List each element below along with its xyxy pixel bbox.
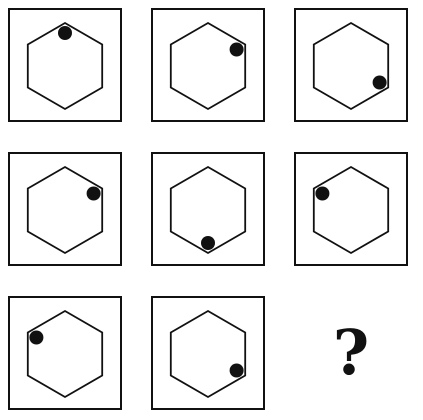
black-dot [315, 186, 330, 201]
hexagon-shape [169, 309, 247, 399]
puzzle-cell [8, 296, 122, 410]
cell-frame [8, 8, 122, 122]
cell-frame [294, 8, 408, 122]
hexagon-shape [169, 21, 247, 111]
black-dot [229, 42, 244, 57]
black-dot [58, 26, 72, 40]
cell-frame [151, 8, 265, 122]
puzzle-cell [151, 296, 265, 410]
black-dot [229, 363, 244, 378]
puzzle-cell [151, 8, 265, 122]
hexagon-shape [312, 21, 390, 111]
cell-frame [8, 296, 122, 410]
cell-frame [8, 152, 122, 266]
puzzle-cell [8, 152, 122, 266]
cell-frame [151, 296, 265, 410]
hexagon-shape [169, 165, 247, 255]
missing-cell-question-mark: ? [333, 316, 369, 389]
puzzle-cells [8, 8, 408, 410]
hexagon-shape [312, 165, 390, 255]
hexagon-shape [26, 309, 104, 399]
hexagon-shape [26, 21, 104, 111]
black-dot [201, 236, 215, 250]
cell-frame [151, 152, 265, 266]
cell-frame [294, 152, 408, 266]
black-dot [372, 75, 387, 90]
hexagon-shape [26, 165, 104, 255]
black-dot [29, 330, 44, 345]
puzzle-cell [294, 152, 408, 266]
black-dot [86, 186, 101, 201]
puzzle-cell [8, 8, 122, 122]
puzzle-cell [294, 8, 408, 122]
puzzle-cell [151, 152, 265, 266]
